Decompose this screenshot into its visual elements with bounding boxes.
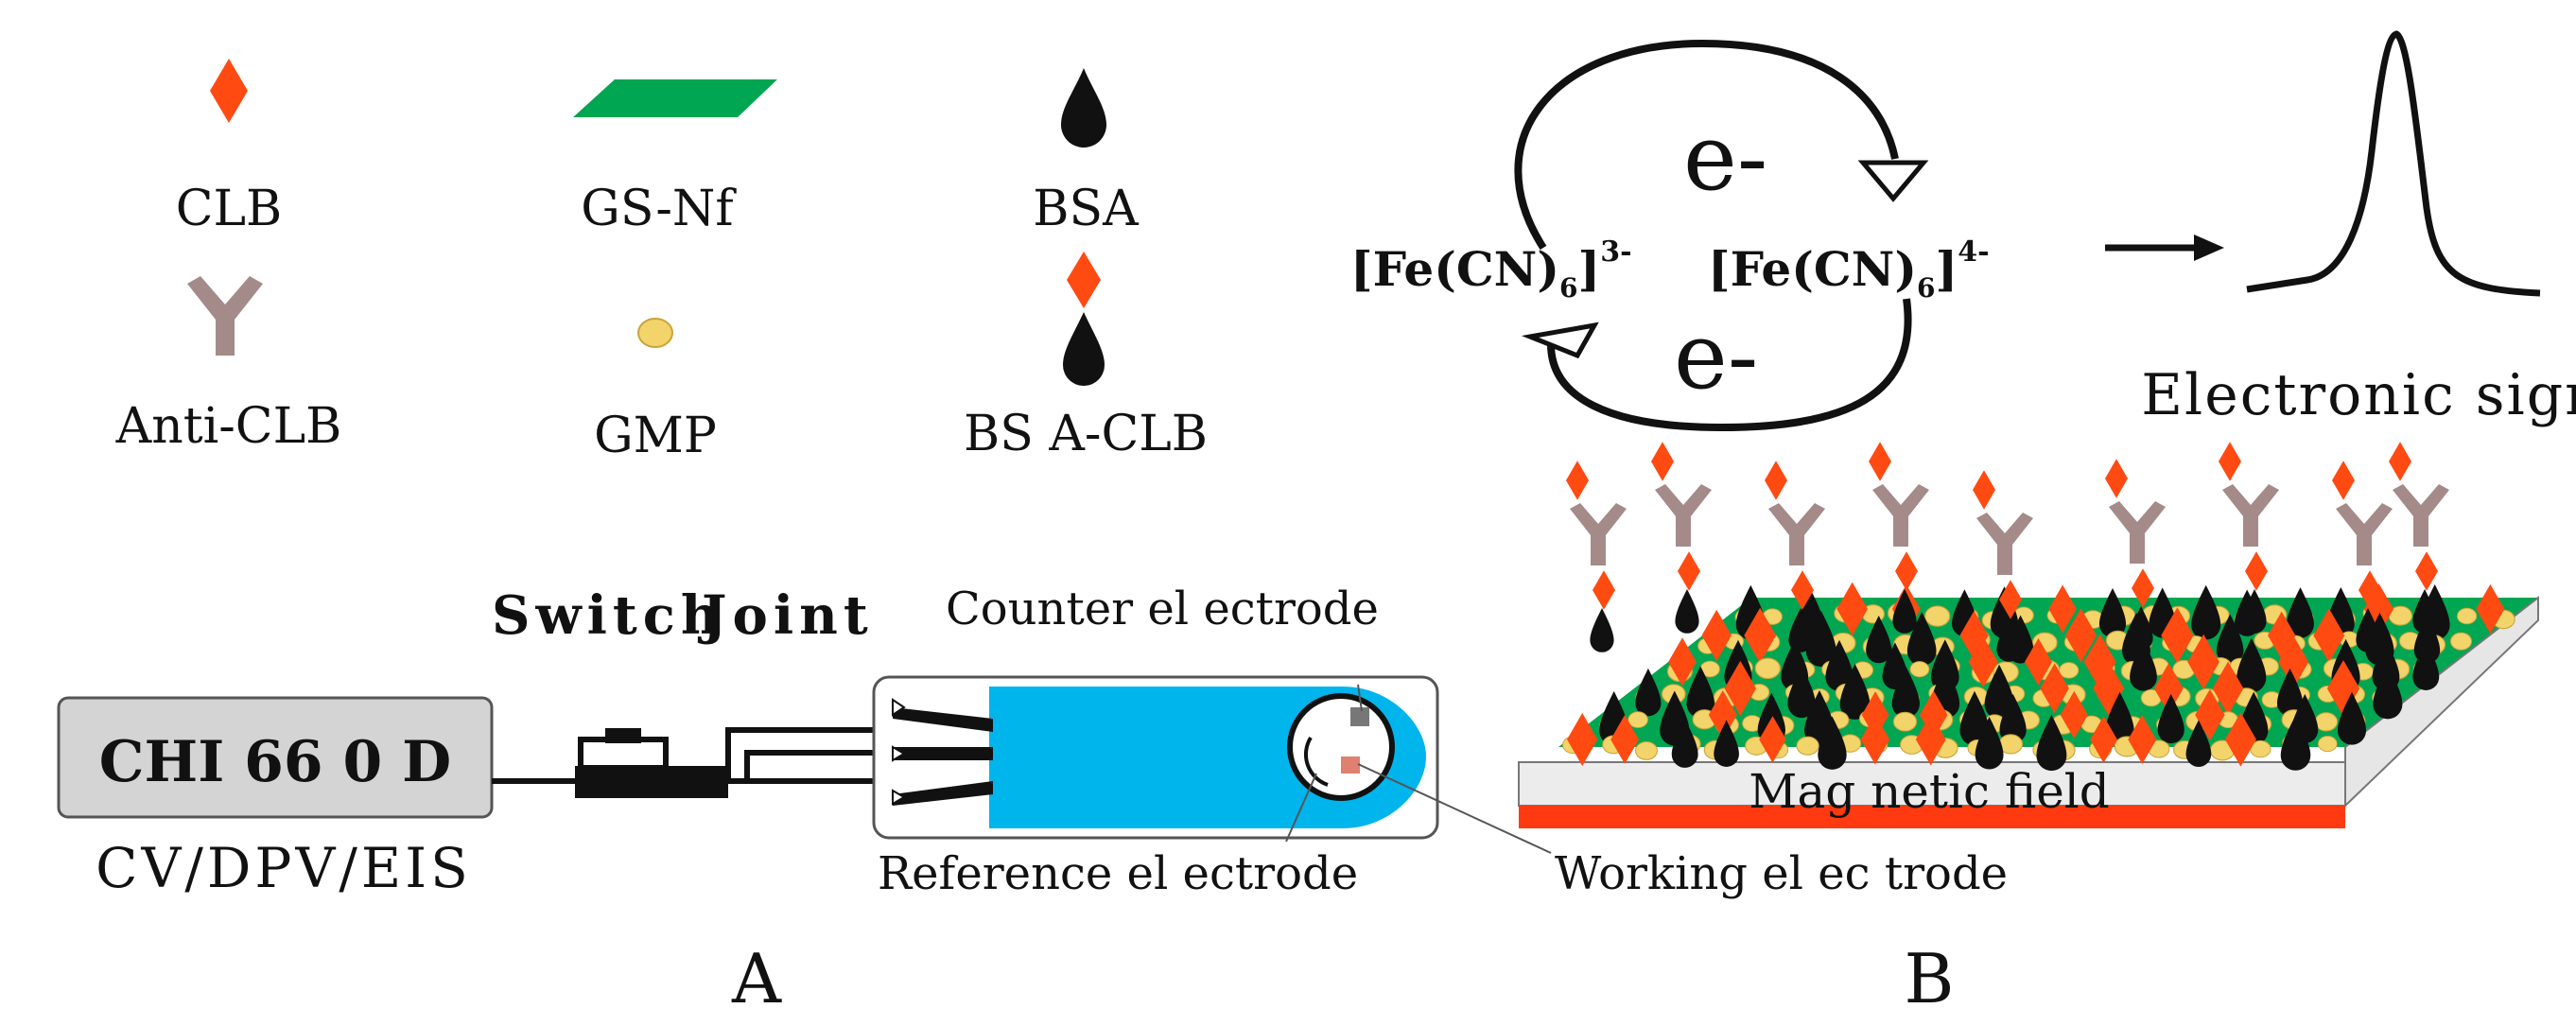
gmp-particle <box>1924 605 1951 627</box>
gs-nf-symbol <box>573 79 777 117</box>
anti-clb-bound <box>2109 501 2166 564</box>
anti-clb-bound <box>1570 503 1627 565</box>
bsa-bound <box>1892 589 1917 634</box>
anti-clb-symbol <box>187 276 263 356</box>
gmp-particle <box>1909 661 1930 678</box>
bsa-clb-label: BS A-CLB <box>964 406 1208 462</box>
clb-bound <box>1973 470 1995 510</box>
clb-bound <box>1593 570 1615 610</box>
clb-bound <box>2105 459 2128 498</box>
electron-bottom-label: e- <box>1674 304 1758 409</box>
working-electrode-pad <box>1341 756 1360 774</box>
bsa-bound <box>1675 589 1699 634</box>
clb-bound <box>2332 461 2355 500</box>
bsa-bound <box>1590 608 1614 652</box>
gmp-particle <box>1635 740 1658 760</box>
signal-peak-curve <box>2246 30 2541 297</box>
gmp-particle <box>2059 662 2080 679</box>
anti-clb-bound <box>1768 503 1825 565</box>
bsa-clb-carrier-symbol <box>1063 312 1105 386</box>
gmp-label: GMP <box>594 408 717 464</box>
gmp-particle <box>2456 607 2478 625</box>
clb-bound <box>1765 461 1787 500</box>
ferricyanide-formula: [Fe(CN)6]3- <box>1350 235 1632 304</box>
counter-electrode-leader <box>1357 684 1363 712</box>
switch-label: Switch <box>492 584 725 647</box>
gmp-particle <box>2449 632 2473 651</box>
gs-nf-label: GS-Nf <box>581 181 737 237</box>
panel-b-label: B <box>1905 939 1955 1018</box>
redox-cycle-bottom-arrowhead <box>1521 322 1599 359</box>
gmp-particle <box>2314 712 2339 732</box>
counter-electrode-pad <box>1350 707 1369 726</box>
joint-label: Joint <box>697 584 874 647</box>
gmp-symbol <box>637 318 673 348</box>
clb-bound <box>1678 551 1700 591</box>
reference-electrode-label: Reference el ectrode <box>878 847 1358 900</box>
bsa-clb-antigen-symbol <box>1067 252 1101 308</box>
clb-bound <box>2389 442 2411 481</box>
anti-clb-bound <box>1976 513 2033 575</box>
gmp-particle <box>1892 711 1918 732</box>
gmp-particle <box>2317 736 2338 753</box>
redox-cycle-top-arrow <box>1514 39 1899 251</box>
joint-wires <box>725 727 889 784</box>
bsa-particle <box>2191 584 2221 640</box>
clb-bound <box>1651 442 1674 481</box>
anti-clb-label: Anti-CLB <box>115 398 342 455</box>
clb-label: CLB <box>176 181 283 237</box>
redox-cycle-bottom-arrow <box>1547 298 1912 432</box>
clb-symbol <box>210 59 248 123</box>
switch <box>575 728 728 798</box>
counter-electrode-label: Counter el ectrode <box>946 583 1379 635</box>
anti-clb-bound <box>1655 484 1712 547</box>
panel-a: CHI 66 0 D CV/DPV/EIS Switch Joint <box>57 583 2008 1018</box>
anti-clb-bound <box>2336 503 2393 565</box>
reference-electrode-arc <box>1303 736 1329 787</box>
bsa-symbol <box>1061 68 1106 148</box>
bsa-label: BSA <box>1033 181 1140 237</box>
gmp-particle <box>1754 657 1782 680</box>
clb-bound <box>1895 551 1918 591</box>
clb-bound <box>2219 442 2241 481</box>
substrate-front <box>1518 761 2346 807</box>
techniques-label: CV/DPV/EIS <box>96 836 472 900</box>
electrode-leads <box>892 698 993 806</box>
reference-electrode-leader <box>1285 773 1317 843</box>
clb-bound <box>1566 461 1589 500</box>
bsa-particle <box>2098 587 2127 638</box>
redox-cycle-top-arrowhead <box>1857 160 1929 202</box>
signal-arrowhead <box>2194 235 2224 261</box>
working-electrode-leader <box>1357 763 1552 854</box>
working-electrode-label: Working el ec trode <box>1555 847 2008 900</box>
instrument-label: CHI 66 0 D <box>99 729 451 795</box>
clb-bound <box>1869 442 1891 481</box>
anti-clb-bound <box>1872 484 1929 547</box>
signal-label: Electronic signal <box>2141 362 2576 428</box>
anti-clb-bound <box>2393 484 2449 547</box>
panel-b: e- e- [Fe(CN)6]3- [Fe(CN)6]4- Electronic… <box>1350 30 2576 1018</box>
magnetic-field-label: Mag netic field <box>1749 764 2110 819</box>
anti-clb-bound <box>2222 484 2279 547</box>
panel-a-label: A <box>731 939 782 1018</box>
ferrocyanide-formula: [Fe(CN)6]4- <box>1708 235 1990 304</box>
gmp-particle <box>1796 736 1819 756</box>
legend: CLB GS-Nf BSA Anti-CLB GMP BS A-CLB <box>115 59 1208 464</box>
magnetic-base <box>1519 806 2345 828</box>
clb-bound <box>2245 551 2268 591</box>
gmp-particle <box>1627 711 1648 728</box>
instrument-box <box>57 696 494 819</box>
electron-top-label: e- <box>1683 105 1767 211</box>
